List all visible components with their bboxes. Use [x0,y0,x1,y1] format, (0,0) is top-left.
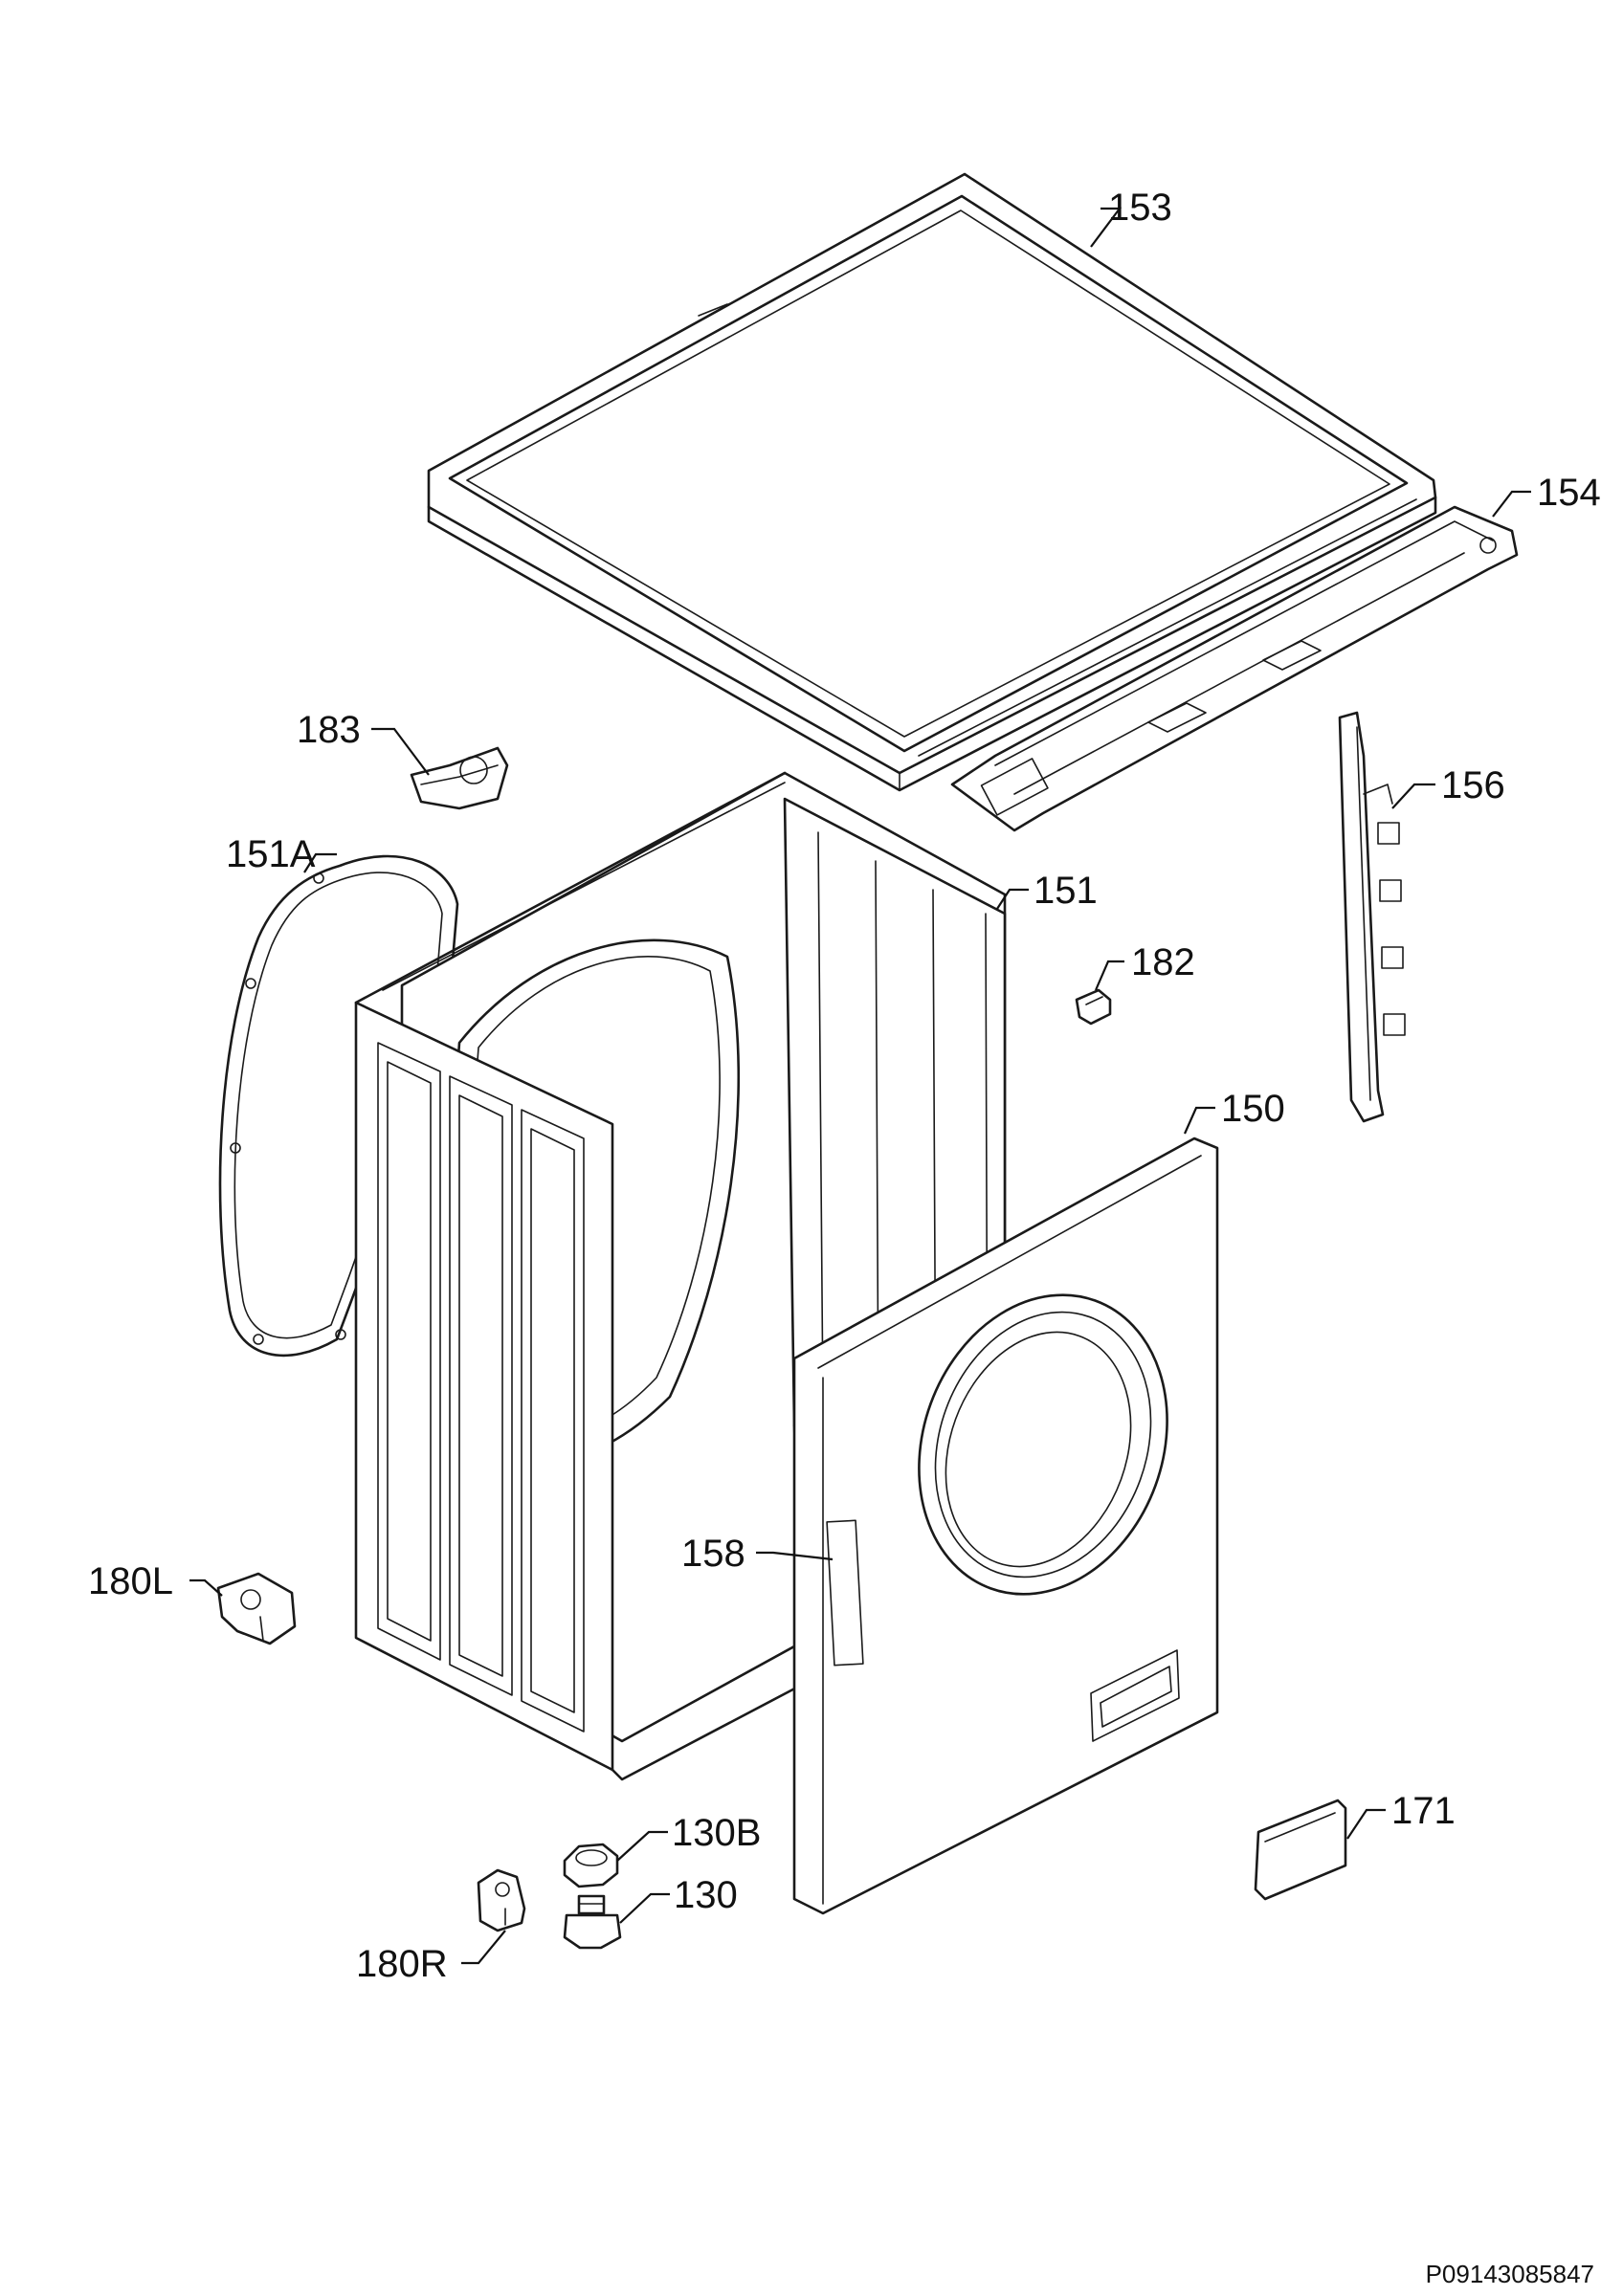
label-151: 151 [1034,870,1098,912]
leader-lines [189,207,1531,1965]
leader-150 [1183,1106,1215,1135]
part-150-front-panel [792,1137,1219,1915]
label-171: 171 [1391,1790,1456,1832]
reference-code: P09143085847 [1426,2260,1594,2288]
label-154: 154 [1537,472,1601,514]
leader-153 [1090,207,1123,248]
leader-183 [371,727,430,776]
leader-154 [1492,490,1531,518]
leader-151A [303,852,337,873]
label-150: 150 [1221,1088,1285,1130]
leader-171 [1346,1808,1386,1840]
part-180R-bracket [477,1868,526,1932]
label-130B: 130B [672,1812,761,1854]
part-130-foot [563,1894,622,1950]
part-156-side-bracket [1338,711,1406,1123]
part-182-connector [1075,988,1112,1026]
label-130: 130 [674,1874,738,1916]
label-182: 182 [1131,941,1195,983]
part-154-rear-rail [950,505,1519,832]
label-183: 183 [297,709,361,751]
leader-151 [996,888,1029,910]
label-156: 156 [1441,764,1505,806]
part-171-service-cover [1254,1799,1347,1901]
part-151A-gasket [218,854,459,1358]
part-153-top-cover [427,172,1437,792]
leader-182 [1094,960,1124,991]
leader-156 [1391,783,1435,809]
label-151A: 151A [226,833,316,875]
part-180L-bracket [216,1572,297,1645]
part-130B-nut [563,1843,619,1888]
part-158-latch [826,1519,864,1667]
leader-130B [616,1830,668,1862]
leader-180L [189,1578,223,1597]
leader-180R [461,1930,506,1965]
label-180R: 180R [356,1943,448,1985]
label-153: 153 [1108,187,1172,229]
label-180L: 180L [88,1560,173,1602]
label-158: 158 [681,1533,745,1575]
leader-158 [756,1551,834,1561]
part-183-clip [410,746,509,810]
leader-130 [619,1892,670,1924]
